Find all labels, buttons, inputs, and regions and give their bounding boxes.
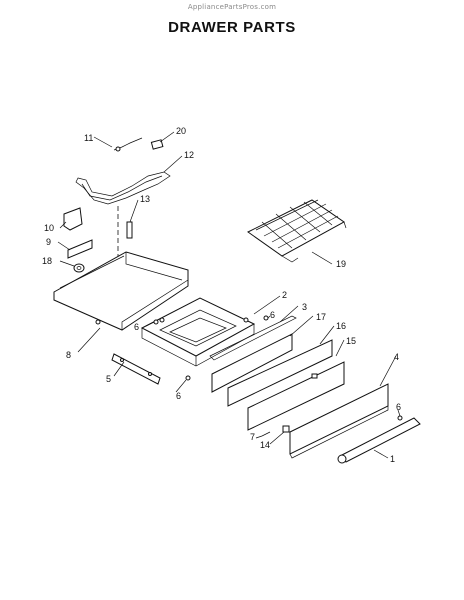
part-13-bracket: [126, 221, 133, 239]
part-19-rack: [247, 199, 347, 263]
part-9-plate: [67, 239, 93, 259]
callout-13: 13: [140, 194, 150, 204]
callout-6-d: 6: [396, 402, 401, 412]
part-18-plug: [73, 263, 85, 273]
callout-7: 7: [250, 432, 255, 442]
part-16-liner: [227, 339, 333, 407]
callout-labels: 11 20 12 13 10 9 18 19 2 3 17 16 15 6 6 …: [42, 126, 401, 464]
callout-15: 15: [346, 336, 356, 346]
callout-16: 16: [336, 321, 346, 331]
callout-6-c: 6: [176, 391, 181, 401]
callout-17: 17: [316, 312, 326, 322]
callout-11: 11: [84, 133, 93, 143]
part-2-drawer-pan: [140, 297, 256, 367]
watermark: AppliancePartsPros.com: [187, 3, 277, 11]
callout-6-a: 6: [270, 310, 275, 320]
callout-18: 18: [42, 256, 52, 266]
leader-lines: [57, 131, 401, 459]
callout-12: 12: [184, 150, 194, 160]
callout-9: 9: [46, 237, 51, 247]
part-5-slide: [111, 353, 161, 385]
part-6-screws: [153, 315, 403, 421]
part-11-wire: [113, 137, 143, 152]
part-4-front-panel: [289, 383, 389, 459]
part-20-clip: [150, 139, 164, 150]
callout-4: 4: [394, 352, 399, 362]
part-10-bracket: [63, 207, 83, 231]
callout-10: 10: [44, 223, 54, 233]
callout-6-b: 6: [134, 322, 139, 332]
callout-19: 19: [336, 259, 346, 269]
part-17-inner-panel: [211, 333, 293, 393]
callout-1: 1: [390, 454, 395, 464]
callout-8: 8: [66, 350, 71, 360]
callout-2: 2: [282, 290, 287, 300]
callout-20: 20: [176, 126, 186, 136]
part-1-handle: [337, 417, 421, 464]
page-title: DRAWER PARTS: [168, 19, 296, 36]
part-7-fastener: [261, 431, 271, 437]
part-14-nut: [282, 425, 290, 433]
callout-5: 5: [106, 374, 111, 384]
part-8-housing: [53, 251, 189, 331]
part-3-gasket: [209, 315, 297, 361]
callout-14: 14: [260, 440, 270, 450]
part-15-inner-door: [247, 361, 345, 431]
callout-3: 3: [302, 302, 307, 312]
